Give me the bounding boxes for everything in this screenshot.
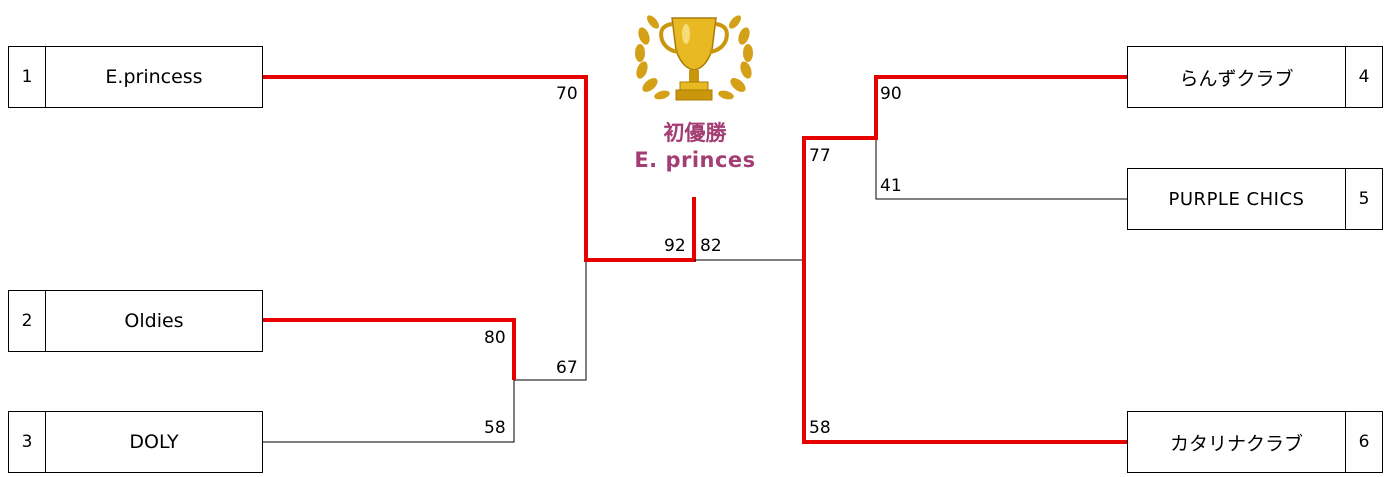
team-name: カタリナクラブ <box>1169 432 1303 455</box>
team-box-6: カタリナクラブ 6 <box>1127 411 1383 473</box>
score-oldies: 80 <box>484 328 506 348</box>
team-box-2: 2 Oldies <box>8 290 263 352</box>
line-eprincess <box>262 75 696 262</box>
trophy-icon <box>635 15 753 101</box>
line-purple <box>875 138 1128 200</box>
score-doly: 58 <box>484 418 506 438</box>
team-box-4: らんずクラブ 4 <box>1127 46 1383 108</box>
team-name: PURPLE CHICS <box>1168 188 1305 210</box>
team-seed: 5 <box>1345 169 1382 229</box>
team-seed: 2 <box>9 291 46 351</box>
team-name: E.princess <box>105 66 203 88</box>
champion-title: 初優勝 <box>663 121 727 145</box>
team-name: らんずクラブ <box>1179 67 1294 90</box>
score-right-semi-winner: 77 <box>809 146 831 166</box>
champion-label: 初優勝 E. princes <box>590 120 800 174</box>
team-name: DOLY <box>129 431 179 453</box>
score-final-right: 82 <box>700 236 722 256</box>
team-box-5: PURPLE CHICS 5 <box>1127 168 1383 230</box>
score-purple: 41 <box>880 176 902 196</box>
team-seed: 4 <box>1345 47 1382 107</box>
line-doly <box>262 380 515 443</box>
team-seed: 6 <box>1345 412 1382 472</box>
score-eprincess-semi: 70 <box>556 84 578 104</box>
team-box-3: 3 DOLY <box>8 411 263 473</box>
score-left-semi-winner: 67 <box>556 358 578 378</box>
score-rans: 90 <box>880 84 902 104</box>
team-seed: 1 <box>9 47 46 107</box>
line-left-semi-lower <box>514 260 587 381</box>
champion-name: E. princes <box>634 148 756 172</box>
team-box-1: 1 E.princess <box>8 46 263 108</box>
team-seed: 3 <box>9 412 46 472</box>
line-rans <box>802 75 1128 260</box>
team-name: Oldies <box>124 310 184 332</box>
line-catalina <box>802 260 1128 444</box>
score-catalina: 58 <box>809 418 831 438</box>
score-final-left: 92 <box>664 236 686 256</box>
line-oldies <box>262 318 516 380</box>
